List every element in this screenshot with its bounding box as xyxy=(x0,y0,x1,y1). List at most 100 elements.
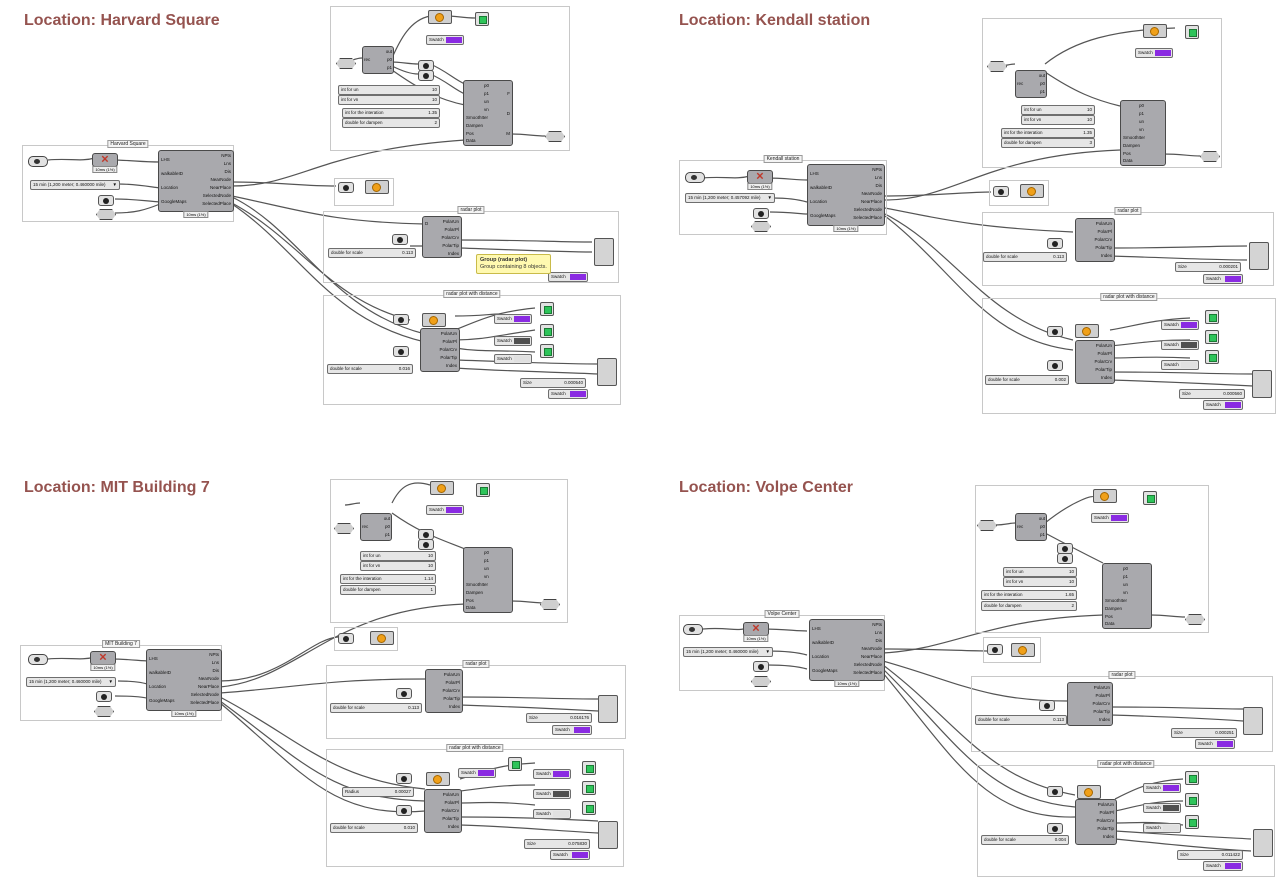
hex-node[interactable] xyxy=(96,209,116,220)
size-slider[interactable]: Size 0.011422 xyxy=(1177,850,1243,860)
swatch[interactable]: Swatch xyxy=(533,809,571,819)
x-node[interactable] xyxy=(1039,700,1055,711)
size-slider[interactable]: Size 0.016176 xyxy=(526,713,592,723)
swatch[interactable]: Swatch xyxy=(548,389,588,399)
interval-component[interactable]: ✕ 10ms (1%) xyxy=(92,153,118,173)
x-node[interactable] xyxy=(1047,360,1063,371)
size-slider[interactable]: Size 0.000560 xyxy=(1179,389,1245,399)
surface-component[interactable]: p0 p1 un vn SmoothIter Dampen Pos Data xyxy=(1120,100,1166,166)
preview-icon[interactable] xyxy=(1185,793,1199,807)
preview-icon[interactable] xyxy=(1205,350,1219,364)
x-node[interactable] xyxy=(392,234,408,245)
scale-slider[interactable]: double for scale 0.113 xyxy=(328,248,416,258)
point-component[interactable]: rec out p0 p1 xyxy=(1015,513,1047,541)
preview-icon[interactable] xyxy=(540,302,554,316)
x-node[interactable] xyxy=(393,314,409,325)
swatch[interactable]: Swatch xyxy=(1143,783,1181,793)
boolean-toggle[interactable] xyxy=(28,156,48,167)
location-meta-component[interactable]: LHS walkableID Location GoogleMaps NPts … xyxy=(146,649,222,717)
iteration-slider[interactable]: int for the interation 1.65 xyxy=(981,590,1077,600)
surface-component[interactable]: p0 p1 un vn SmoothIter Dampen Pos Data F… xyxy=(463,80,513,146)
location-dropdown[interactable]: 15 min (1,200 meter; 0.460000 mile) ▼ xyxy=(683,647,773,657)
hex-node[interactable] xyxy=(751,221,771,232)
radar-component[interactable]: PolarUn PolarPl PolarCrv PolarTip Index xyxy=(1075,799,1117,845)
preview-icon[interactable] xyxy=(582,781,596,795)
orange-component[interactable] xyxy=(370,631,394,645)
interval-component[interactable]: ✕ 10ms (1%) xyxy=(747,170,773,190)
orange-component[interactable] xyxy=(1093,489,1117,503)
orange-component[interactable] xyxy=(428,10,452,24)
swatch[interactable]: Swatch xyxy=(1195,739,1235,749)
iteration-slider[interactable]: int for the interation 1.35 xyxy=(1001,128,1095,138)
int-vn-slider[interactable]: int for vn 10 xyxy=(338,95,440,105)
x-node[interactable] xyxy=(1057,553,1073,564)
size-slider[interactable]: Size 0.000201 xyxy=(1175,262,1241,272)
swatch[interactable]: Swatch xyxy=(1203,861,1243,871)
x-node[interactable] xyxy=(396,773,412,784)
preview-panel[interactable] xyxy=(1249,242,1269,270)
hex-node[interactable] xyxy=(1185,614,1205,625)
int-un-slider[interactable]: int for un 10 xyxy=(338,85,440,95)
scale-slider[interactable]: double for scale 0.113 xyxy=(330,703,422,713)
hex-node[interactable] xyxy=(336,58,356,69)
swatch[interactable]: Swatch xyxy=(426,35,464,45)
orange-component[interactable] xyxy=(426,772,450,786)
preview-panel[interactable] xyxy=(1243,707,1263,735)
int-un-slider[interactable]: int for un 10 xyxy=(1003,567,1077,577)
orange-component[interactable] xyxy=(1143,24,1167,38)
hex-node[interactable] xyxy=(94,706,114,717)
hex-node[interactable] xyxy=(334,523,354,534)
swatch[interactable]: Swatch xyxy=(1135,48,1173,58)
x-node[interactable] xyxy=(418,539,434,550)
radar-component[interactable]: PolarUn PolarPl PolarCrv PolarTip Index xyxy=(425,669,463,713)
size-slider[interactable]: Size 0.000251 xyxy=(1171,728,1237,738)
surface-component[interactable]: p0 p1 un vn SmoothIter Dampen Pos Data xyxy=(1102,563,1152,629)
x-node[interactable] xyxy=(396,805,412,816)
preview-icon[interactable] xyxy=(582,801,596,815)
int-un-slider[interactable]: int for un 10 xyxy=(1021,105,1095,115)
x-node[interactable] xyxy=(418,70,434,81)
scale-slider[interactable]: double for scale 0.004 xyxy=(981,835,1069,845)
swatch[interactable]: Swatch xyxy=(458,768,496,778)
radar-component[interactable]: PolarUn PolarPl PolarCrv PolarTip Index xyxy=(1067,682,1113,726)
x-node[interactable] xyxy=(1047,786,1063,797)
iteration-slider[interactable]: int for the interation 1.14 xyxy=(340,574,436,584)
preview-icon[interactable] xyxy=(540,324,554,338)
location-dropdown[interactable]: 15 min (1,200 meter; 0.460000 mile) ▼ xyxy=(30,180,120,190)
x-node[interactable] xyxy=(753,208,769,219)
swatch[interactable]: Swatch xyxy=(1203,274,1243,284)
x-node[interactable] xyxy=(338,182,354,193)
location-dropdown[interactable]: 15 min (1,200 meter; 0.460000 mile) ▼ xyxy=(26,677,116,687)
size-slider[interactable]: Size 0.075830 xyxy=(524,839,590,849)
orange-component[interactable] xyxy=(1020,184,1044,198)
x-node[interactable] xyxy=(753,661,769,672)
swatch[interactable]: Swatch xyxy=(1091,513,1129,523)
orange-component[interactable] xyxy=(365,180,389,194)
int-vn-slider[interactable]: int for vn 10 xyxy=(360,561,436,571)
swatch[interactable]: Swatch xyxy=(494,336,532,346)
preview-panel[interactable] xyxy=(597,358,617,386)
swatch[interactable]: Swatch xyxy=(550,850,590,860)
x-node[interactable] xyxy=(338,633,354,644)
orange-component[interactable] xyxy=(422,313,446,327)
int-un-slider[interactable]: int for un 10 xyxy=(360,551,436,561)
iteration-slider[interactable]: int for the interation 1.35 xyxy=(342,108,440,118)
int-vn-slider[interactable]: int for vn 10 xyxy=(1021,115,1095,125)
preview-icon[interactable] xyxy=(582,761,596,775)
preview-icon[interactable] xyxy=(1143,491,1157,505)
scale-slider[interactable]: double for scale 0.002 xyxy=(985,375,1069,385)
hex-node[interactable] xyxy=(540,599,560,610)
location-meta-component[interactable]: LHS walkableID Location GoogleMaps NPts … xyxy=(158,150,234,218)
boolean-toggle[interactable] xyxy=(683,624,703,635)
radar-component[interactable]: PolarUn PolarPl PolarCrv PolarTip Index xyxy=(1075,218,1115,262)
swatch[interactable]: Swatch xyxy=(552,725,592,735)
point-component[interactable]: rec out p0 p1 xyxy=(1015,70,1047,98)
swatch[interactable]: Swatch xyxy=(1161,360,1199,370)
preview-icon[interactable] xyxy=(1205,310,1219,324)
point-component[interactable]: rec out p0 p1 xyxy=(362,46,394,74)
x-node[interactable] xyxy=(96,691,112,702)
radius-slider[interactable]: Radius 0.00027 xyxy=(342,787,414,797)
preview-panel[interactable] xyxy=(598,821,618,849)
radar-component[interactable]: PolarUn PolarPl PolarCrv PolarTip Index xyxy=(420,328,460,372)
preview-icon[interactable] xyxy=(1185,815,1199,829)
